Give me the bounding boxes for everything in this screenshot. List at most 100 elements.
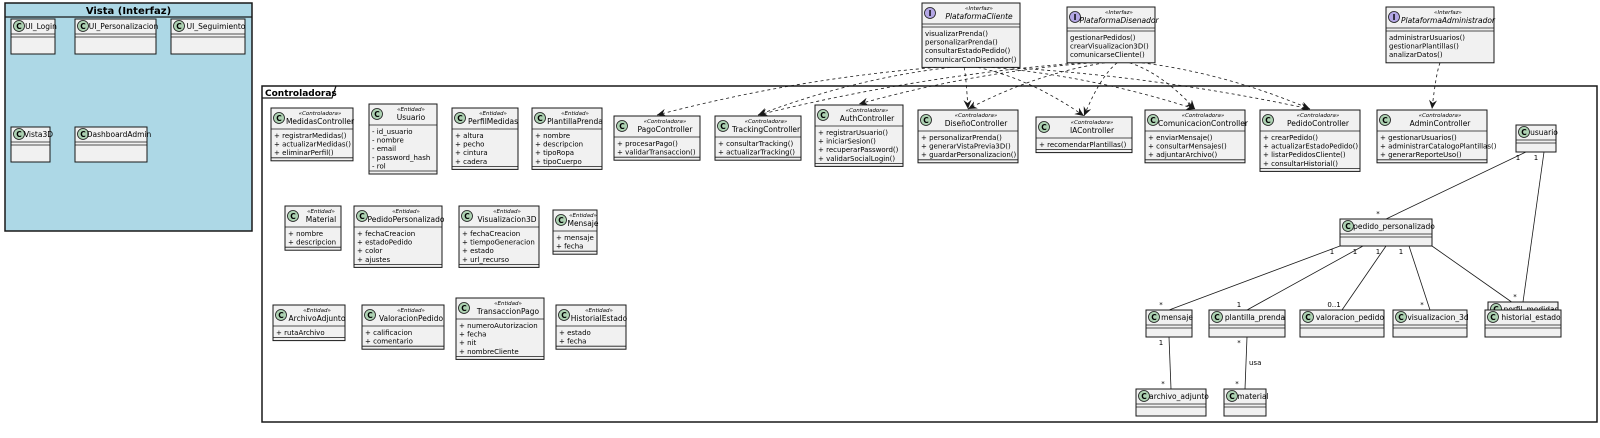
class-pedidopersonalizado-member: + color <box>357 247 382 255</box>
interface-plataformacliente-member: comunicarConDisenador() <box>925 56 1017 64</box>
class-visualizacion3d-member: + url_recurso <box>462 256 509 264</box>
interface-plataformaadministrador-member: administrarUsuarios() <box>1389 34 1465 42</box>
class-comunicacioncontroller: C«Controladora»ComunicacionController+ e… <box>1144 109 1249 164</box>
class-plantillaprenda-member: + tipoRopa <box>535 149 574 157</box>
interface-plataformacliente: I«Interfaz»PlataformaClientevisualizarPr… <box>921 2 1021 68</box>
multiplicity-label: * <box>1420 301 1424 309</box>
svg-text:C: C <box>1041 123 1047 132</box>
svg-text:«Entidad»: «Entidad» <box>493 209 521 215</box>
class-valoracionpedido-member: + comentario <box>365 338 413 346</box>
class-iacontroller: C«Controladora»IAController+ recomendarP… <box>1035 116 1133 154</box>
svg-text:«Interfaz»: «Interfaz» <box>1434 10 1462 16</box>
interface-plataformaadministrador-member: analizarDatos() <box>1389 51 1443 59</box>
association-pedido-personalizado-plantilla-prenda <box>1246 245 1364 311</box>
svg-text:I: I <box>929 9 932 18</box>
class-perfilmedidas-member: + altura <box>455 132 484 140</box>
svg-text:C: C <box>720 122 726 131</box>
class-dise-ocontroller: C«Controladora»DiseñoController+ persona… <box>917 109 1019 164</box>
class-usuario-member: - email <box>372 145 396 153</box>
svg-text:«Controladora»: «Controladora» <box>745 119 788 125</box>
association-plantilla-prenda-material <box>1244 336 1248 390</box>
svg-text:«Controladora»: «Controladora» <box>846 108 889 114</box>
association-usuario-perfil-medidas <box>1522 151 1545 303</box>
class-authcontroller-member: + recuperarPassword() <box>818 146 899 154</box>
svg-text:C: C <box>923 116 929 125</box>
interface-plataformaadministrador-member: gestionarPlantillas() <box>1389 43 1459 51</box>
svg-text:C: C <box>464 212 470 221</box>
association-pedido-personalizado-mensaje <box>1168 245 1341 311</box>
svg-text:C: C <box>457 114 463 123</box>
class-ui-personalizacion-title: UI_Personalizacion <box>89 22 159 31</box>
class-usuario-member: - rol <box>372 162 386 170</box>
package-vista-title: Vista (Interfaz) <box>86 6 171 17</box>
svg-text:C: C <box>16 22 22 31</box>
svg-text:«Interfaz»: «Interfaz» <box>1105 10 1133 16</box>
svg-text:C: C <box>374 110 380 119</box>
class-perfilmedidas-title: PerfilMedidas <box>468 117 518 126</box>
multiplicity-label: 1 <box>1159 339 1163 347</box>
class-authcontroller-member: + validarSocialLogin() <box>818 155 895 163</box>
svg-text:«Controladora»: «Controladora» <box>1182 113 1225 119</box>
class-pedidopersonalizado-member: + estadoPedido <box>357 239 412 247</box>
svg-text:«Entidad»: «Entidad» <box>494 301 522 307</box>
svg-text:C: C <box>276 114 282 123</box>
multiplicity-label: * <box>1161 380 1165 388</box>
svg-text:«Entidad»: «Entidad» <box>397 308 425 314</box>
class-pedidocontroller-member: + listarPedidosCliente() <box>1263 151 1346 159</box>
class-dashboardadmin-title: DashboardAdmin <box>87 130 152 139</box>
class-admincontroller-member: + gestionarUsuarios() <box>1380 134 1457 142</box>
class-ui-login-title: UI_Login <box>25 22 57 31</box>
interface-plataformadisenador-title: PlataformaDisenador <box>1079 16 1159 25</box>
class-visualizacion3d-member: + fechaCreacion <box>462 230 520 238</box>
class-medidascontroller-title: MedidasController <box>286 117 355 126</box>
class-usuario-member: - password_hash <box>372 154 430 162</box>
dependency-disenador-diseno <box>967 62 1105 110</box>
class-historialestado: C«Entidad»HistorialEstado+ estado+ fecha <box>555 304 628 350</box>
class-comunicacioncontroller-title: ComunicacionController <box>1158 119 1249 128</box>
association-pedido-personalizado-valoracion-pedido <box>1341 245 1387 311</box>
class-pedidocontroller-member: + consultarHistorial() <box>1263 160 1338 168</box>
multiplicity-label: 1 <box>1516 154 1520 162</box>
association-usuario-pedido-personalizado <box>1385 151 1527 220</box>
svg-text:C: C <box>619 122 625 131</box>
svg-text:I: I <box>1393 13 1396 22</box>
package-controladoras-title: Controladoras <box>265 89 337 99</box>
class-trackingcontroller-title: TrackingController <box>731 125 801 134</box>
class-pedido-personalizado-title: pedido_personalizado <box>1353 222 1435 231</box>
svg-text:C: C <box>1398 313 1404 322</box>
multiplicity-label: 1 <box>1330 248 1334 256</box>
class-visualizacion3d-member: + estado <box>462 247 494 255</box>
class-historial-estado-title: historial_estado <box>1501 313 1561 322</box>
svg-text:C: C <box>80 22 86 31</box>
class-authcontroller-title: AuthController <box>840 114 895 123</box>
svg-text:C: C <box>820 111 826 120</box>
class-visualizacion3d-title: Visualizacion3D <box>477 215 536 224</box>
multiplicity-label: 1 <box>1353 248 1357 256</box>
svg-text:«Controladora»: «Controladora» <box>1419 113 1462 119</box>
class-pedidopersonalizado-member: + ajustes <box>357 256 390 264</box>
class-transaccionpago-title: TransaccionPago <box>476 307 540 316</box>
class-admincontroller-title: AdminController <box>1410 119 1472 128</box>
dependency-cliente-comunicacion <box>991 67 1196 111</box>
class-iacontroller-member: + recomendarPlantillas() <box>1039 141 1127 149</box>
class-vista3d-title: Vista3D <box>24 130 53 139</box>
class-mensaje-member: + fecha <box>556 243 583 251</box>
svg-text:C: C <box>561 311 567 320</box>
svg-text:C: C <box>1382 116 1388 125</box>
class-pedidopersonalizado: C«Entidad»PedidoPersonalizado+ fechaCrea… <box>353 205 445 268</box>
multiplicity-label: 1 <box>1399 248 1403 256</box>
dependency-disenador-tracking <box>757 62 1081 117</box>
class-material: C«Entidad»Material+ nombre+ descripcion <box>284 205 342 251</box>
class-usuario-member: - id_usuario <box>372 128 413 136</box>
svg-text:C: C <box>1214 313 1220 322</box>
svg-text:C: C <box>1150 116 1156 125</box>
class-plantilla-prenda-title: plantilla_prenda <box>1225 313 1285 322</box>
class-usuario: C«Entidad»Usuario- id_usuario- nombre- e… <box>368 103 438 175</box>
